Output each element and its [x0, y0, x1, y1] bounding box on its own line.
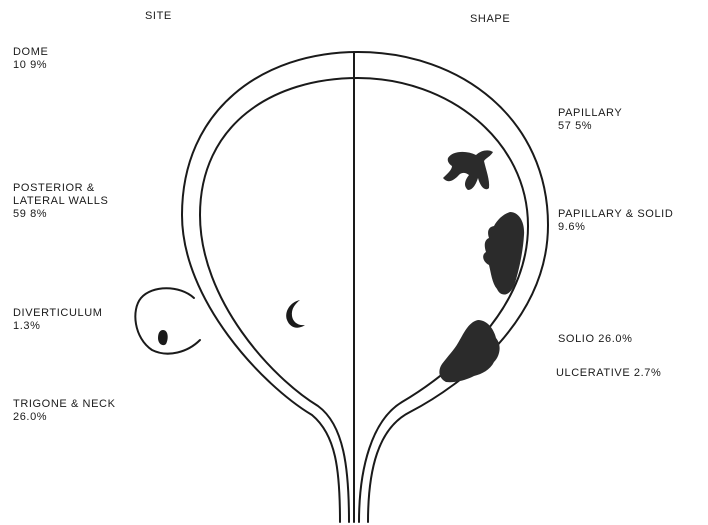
- papillary-solid-name: PAPILLARY & SOLID: [558, 208, 673, 221]
- dome-value: 10 9%: [13, 59, 48, 72]
- diverticulum-label: DIVERTICULUM 1.3%: [13, 307, 103, 333]
- solid-lesion: [439, 320, 499, 382]
- site-heading: SITE: [145, 10, 172, 23]
- papillary-solid-value: 9.6%: [558, 221, 673, 234]
- papillary-label: PAPILLARY 57 5%: [558, 107, 622, 133]
- posterior-lateral-label: POSTERIOR & LATERAL WALLS 59 8%: [13, 182, 108, 221]
- trigone-neck-label: TRIGONE & NECK 26.0%: [13, 398, 116, 424]
- dome-label: DOME 10 9%: [13, 46, 48, 72]
- papillary-solid-label: PAPILLARY & SOLID 9.6%: [558, 208, 673, 234]
- bladder-inner-wall: [200, 78, 528, 522]
- dome-name: DOME: [13, 46, 48, 59]
- posterior-line2: LATERAL WALLS: [13, 195, 108, 208]
- posterior-value: 59 8%: [13, 208, 108, 221]
- trigone-value: 26.0%: [13, 411, 116, 424]
- papillary-lesion: [443, 150, 493, 190]
- trigone-name: TRIGONE & NECK: [13, 398, 116, 411]
- papillary-name: PAPILLARY: [558, 107, 622, 120]
- crescent-marker: [286, 300, 305, 328]
- papillary-solid-lesion: [483, 212, 524, 295]
- ulcerative-label: ULCERATIVE 2.7%: [556, 367, 661, 380]
- diverticulum-value: 1.3%: [13, 320, 103, 333]
- solid-label: SOLIO 26.0%: [558, 333, 632, 346]
- diverticulum-name: DIVERTICULUM: [13, 307, 103, 320]
- diverticulum-pouch: [135, 288, 200, 353]
- posterior-line1: POSTERIOR &: [13, 182, 108, 195]
- diverticulum-lesion: [158, 330, 168, 345]
- papillary-value: 57 5%: [558, 120, 622, 133]
- shape-heading: SHAPE: [470, 13, 510, 26]
